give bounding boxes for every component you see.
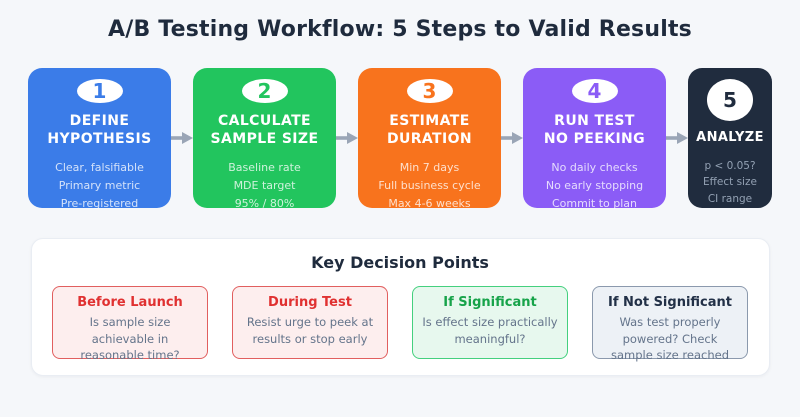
step-number-badge: 1 xyxy=(76,79,123,103)
step-number: 3 xyxy=(422,79,437,103)
step-number-badge: 2 xyxy=(241,79,288,103)
step-detail-line: Commit to plan xyxy=(552,196,637,210)
step-card-estimate-duration: 3 ESTIMATE DURATION Min 7 days Full busi… xyxy=(358,68,501,210)
step-card-run-test-no-peeking: 4 RUN TEST NO PEEKING No daily checks No… xyxy=(523,68,666,210)
step-detail-line: Full business cycle xyxy=(378,178,481,192)
step-title: RUN TEST NO PEEKING xyxy=(543,113,646,148)
arrow-right-icon xyxy=(336,132,358,144)
step-card-calculate-sample-size: 2 CALCULATE SAMPLE SIZE Baseline rate MD… xyxy=(193,68,336,210)
decision-box-body: Is effect size practically meaningful? xyxy=(422,315,558,346)
step-detail-line: MDE target xyxy=(233,178,296,192)
decision-box-body: Is sample size achievable in reasonable … xyxy=(80,315,180,363)
decision-box-title: If Significant xyxy=(443,295,537,310)
step-number: 4 xyxy=(587,79,602,103)
step-details: No daily checks No early stopping Commit… xyxy=(546,159,643,212)
step-number: 5 xyxy=(723,87,737,112)
decision-box-title: Before Launch xyxy=(77,295,183,310)
step-title: ANALYZE xyxy=(696,129,764,145)
decision-boxes-row: Before Launch Is sample size achievable … xyxy=(32,286,769,362)
decision-box-if-not-significant: If Not Significant Was test properly pow… xyxy=(592,286,748,362)
step-number-badge: 3 xyxy=(406,79,453,103)
step-number: 1 xyxy=(92,79,107,103)
decision-box-body: Resist urge to peek at results or stop e… xyxy=(246,315,374,346)
decision-box-title: If Not Significant xyxy=(608,295,732,310)
step-number-badge: 4 xyxy=(571,79,618,103)
step-detail-line: Min 7 days xyxy=(399,161,460,175)
step-detail-line: Primary metric xyxy=(58,178,141,192)
step-detail-line: 95% / 80% xyxy=(234,196,295,210)
step-details: p < 0.05? Effect size CI range xyxy=(703,158,757,208)
step-detail-line: No early stopping xyxy=(545,178,644,192)
decision-box-title: During Test xyxy=(268,295,352,310)
step-details: Baseline rate MDE target 95% / 80% xyxy=(228,159,300,212)
step-detail-line: Baseline rate xyxy=(228,161,301,175)
step-detail-line: p < 0.05? xyxy=(704,159,756,172)
step-detail-line: Effect size xyxy=(703,176,757,189)
arrow-right-icon xyxy=(666,132,688,144)
step-number-badge: 5 xyxy=(707,79,753,121)
key-decision-points-panel: Key Decision Points Before Launch Is sam… xyxy=(30,238,770,376)
decision-box-if-significant: If Significant Is effect size practicall… xyxy=(412,286,568,359)
step-title: CALCULATE SAMPLE SIZE xyxy=(210,113,319,148)
step-detail-line: Pre-registered xyxy=(60,196,139,210)
step-title: DEFINE HYPOTHESIS xyxy=(47,113,152,148)
step-detail-line: Clear, falsifiable xyxy=(55,161,144,175)
decision-box-body: Was test properly powered? Check sample … xyxy=(610,315,729,363)
arrow-right-icon xyxy=(501,132,523,144)
step-details: Min 7 days Full business cycle Max 4-6 w… xyxy=(378,159,480,212)
step-detail-line: Max 4-6 weeks xyxy=(388,196,471,210)
step-title: ESTIMATE DURATION xyxy=(386,113,473,148)
panel-title: Key Decision Points xyxy=(311,253,489,272)
step-number: 2 xyxy=(257,79,272,103)
step-detail-line: CI range xyxy=(707,193,753,206)
step-card-analyze: 5 ANALYZE p < 0.05? Effect size CI range xyxy=(688,68,772,208)
workflow-steps-row: 1 DEFINE HYPOTHESIS Clear, falsifiable P… xyxy=(0,68,800,210)
step-card-define-hypothesis: 1 DEFINE HYPOTHESIS Clear, falsifiable P… xyxy=(28,68,171,210)
decision-box-during-test: During Test Resist urge to peek at resul… xyxy=(232,286,388,359)
page-title: A/B Testing Workflow: 5 Steps to Valid R… xyxy=(108,17,692,42)
step-detail-line: No daily checks xyxy=(551,161,638,175)
step-details: Clear, falsifiable Primary metric Pre-re… xyxy=(55,159,144,212)
decision-box-before-launch: Before Launch Is sample size achievable … xyxy=(52,286,208,362)
arrow-right-icon xyxy=(171,132,193,144)
